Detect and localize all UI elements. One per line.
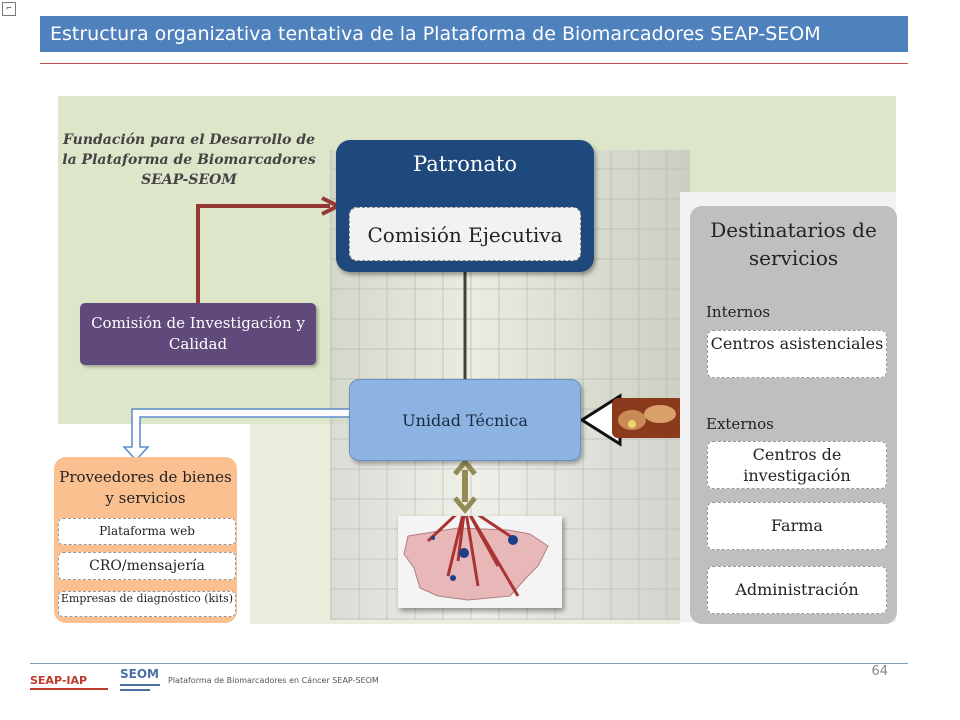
destinatarios-panel: [690, 206, 897, 624]
destinatarios-title: Destinatarios de servicios: [710, 218, 877, 270]
bent-arrow-icon: [122, 408, 349, 462]
proveedor-item: CRO/mensajería: [58, 552, 236, 580]
bent-arrow-icon: [196, 204, 330, 303]
map-dot: [450, 575, 456, 581]
map-dot: [459, 548, 469, 558]
internos-label: Internos: [706, 303, 771, 321]
seap-logo-text: SEAP-IAP: [30, 674, 87, 687]
spain-map-image: [398, 504, 562, 608]
double-arrow-icon: [453, 458, 477, 514]
map-dot: [508, 535, 518, 545]
footer-text: Plataforma de Biomarcadores en Cáncer SE…: [168, 676, 379, 685]
footer-divider: [30, 663, 908, 664]
corner-bracket-icon: ⌐: [2, 2, 16, 16]
title-divider: [40, 63, 908, 64]
destinatario-item: Farma: [707, 502, 887, 550]
proveedor-item: Plataforma web: [58, 518, 236, 545]
handshake-image: [612, 398, 684, 438]
seap-logo: SEAP-IAP: [30, 674, 108, 690]
unidad-tecnica-box: Unidad Técnica: [349, 379, 581, 461]
destinatario-item: Centros asistenciales: [707, 330, 887, 378]
map-land: [403, 527, 549, 601]
comision-investigacion-box: Comisión de Investigación y Calidad: [80, 303, 316, 365]
destinatario-item: Administración: [707, 566, 887, 614]
proveedores-title: Proveedores de bienes y servicios: [59, 468, 232, 507]
spain-map-graphic: [403, 504, 549, 601]
map-dot: [431, 536, 435, 540]
patronato-label: Patronato: [413, 152, 517, 176]
slide-title: Estructura organizativa tentativa de la …: [40, 16, 908, 52]
destinatario-item: Centros de investigación: [707, 441, 887, 489]
page-number: 64: [871, 664, 888, 679]
proveedor-item: Empresas de diagnóstico (kits): [58, 591, 236, 617]
comision-ejecutiva-box: Comisión Ejecutiva: [349, 207, 581, 261]
externos-label: Externos: [706, 415, 774, 433]
fundacion-label: Fundación para el Desarrollo de la Plata…: [62, 132, 316, 188]
seom-logo-text: SEOM: [120, 667, 159, 681]
seom-logo: SEOM: [120, 667, 160, 691]
